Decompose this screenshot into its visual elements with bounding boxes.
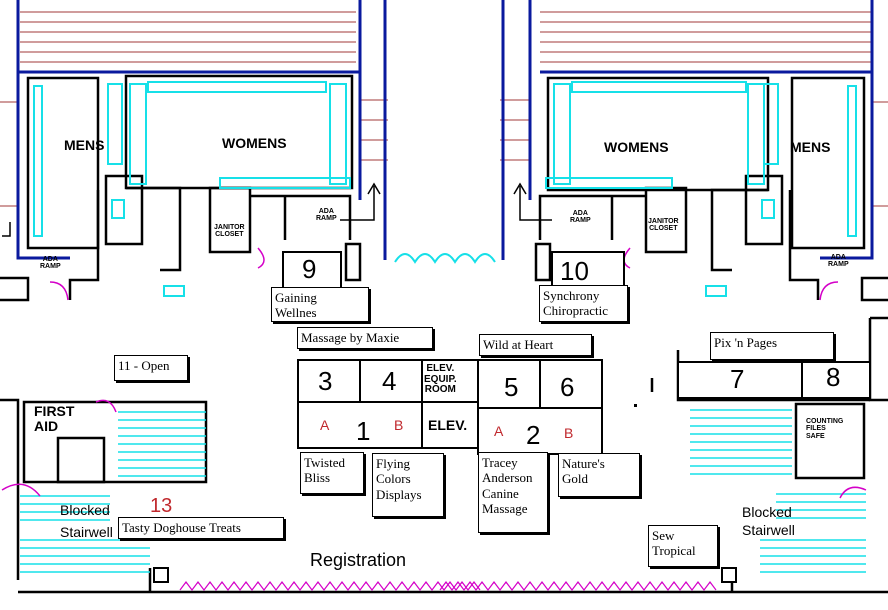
janitor-closet-left-label: JANITOR CLOSET: [214, 224, 245, 239]
booth-1: [297, 401, 423, 449]
restroom-fixtures: [33, 81, 857, 297]
mens-left-label: MENS: [64, 137, 105, 153]
womens-right-label: WOMENS: [604, 139, 669, 155]
roof-hatching: [0, 11, 888, 207]
booth-number-7: 7: [730, 364, 745, 394]
pillar: [721, 567, 737, 583]
booth-1a-label: A: [320, 417, 330, 433]
booth-number-4: 4: [382, 366, 397, 396]
booth-8: [801, 361, 871, 399]
exhibitor-label-pix-n-pages: Pix 'n Pages: [710, 332, 834, 360]
ada-ramp-center-right-label: ADA RAMP: [570, 210, 591, 225]
exhibitor-label-wild-at-heart: Wild at Heart: [479, 334, 592, 356]
registration-label: Registration: [310, 550, 407, 570]
exhibitor-label-twisted-bliss: Twisted Bliss: [300, 452, 364, 494]
exhibitor-label-gaining-wellnes: Gaining Wellnes: [271, 287, 369, 322]
elevator-label: ELEV.: [428, 417, 468, 433]
booth-9: [282, 251, 342, 289]
pillar: [534, 242, 552, 282]
ada-ramp-left-label: ADA RAMP: [40, 256, 61, 271]
ramp-arrows: [2, 182, 552, 237]
janitor-closet-right-label: JANITOR CLOSET: [648, 218, 679, 233]
blocked-stairwell-right-label: Blocked Stairwell: [742, 504, 795, 538]
booth-6: [539, 359, 603, 409]
booth-number-10: 10: [560, 256, 589, 286]
booth-number-5: 5: [504, 372, 519, 402]
front-entrance-right: [439, 581, 717, 591]
exhibitor-label-flying-colors-displays: Flying Colors Displays: [372, 453, 444, 517]
booth-2a-label: A: [494, 423, 504, 439]
outer-walls: [16, 0, 874, 260]
booth-number-9: 9: [302, 254, 317, 284]
booth-number-8: 8: [826, 362, 841, 392]
exhibitor-label-natures-gold: Nature's Gold: [558, 453, 640, 497]
booth-number-13: 13: [150, 495, 173, 517]
booth-2: [477, 407, 603, 455]
ada-ramp-center-left-label: ADA RAMP: [316, 208, 337, 223]
exhibitor-label-synchrony-chiropractic: Synchrony Chiropractic: [539, 285, 628, 322]
counting-files-safe-label: COUNTING FILES SAFE: [806, 418, 844, 440]
exhibitor-label-massage-by-maxie: Massage by Maxie: [297, 327, 433, 349]
booth-2b-label: B: [564, 425, 574, 441]
pillar: [153, 567, 169, 583]
booth-number-2: 2: [526, 420, 541, 450]
exhibitor-label-tracey-anderson-canine-massage: Tracey Anderson Canine Massage: [478, 452, 548, 533]
elevator: [421, 401, 479, 449]
entrance-doors: [394, 253, 496, 264]
front-entrance: [179, 581, 481, 591]
pillar: [344, 242, 362, 282]
exhibitor-label-11-open: 11 - Open: [114, 355, 188, 381]
exhibitor-label-sew-tropical: Sew Tropical: [648, 525, 718, 567]
booth-1b-label: B: [394, 417, 404, 433]
womens-left-label: WOMENS: [222, 135, 287, 151]
mens-right-label: MENS: [790, 139, 831, 155]
ada-ramp-right-label: ADA RAMP: [828, 254, 849, 269]
booth-4: [359, 359, 423, 403]
booth-number-1: 1: [356, 416, 371, 446]
elev-equip-room-label: ELEV. EQUIP. ROOM: [424, 363, 457, 395]
exhibitor-label-tasty-doghouse-treats: Tasty Doghouse Treats: [118, 517, 284, 539]
booth-number-3: 3: [318, 366, 333, 396]
booth-number-6: 6: [560, 372, 575, 402]
first-aid-label: FIRST AID: [34, 403, 75, 434]
stairs: [20, 409, 866, 573]
booths: [282, 251, 871, 455]
blocked-stairwell-left-label: Blocked Stairwell: [60, 502, 113, 540]
